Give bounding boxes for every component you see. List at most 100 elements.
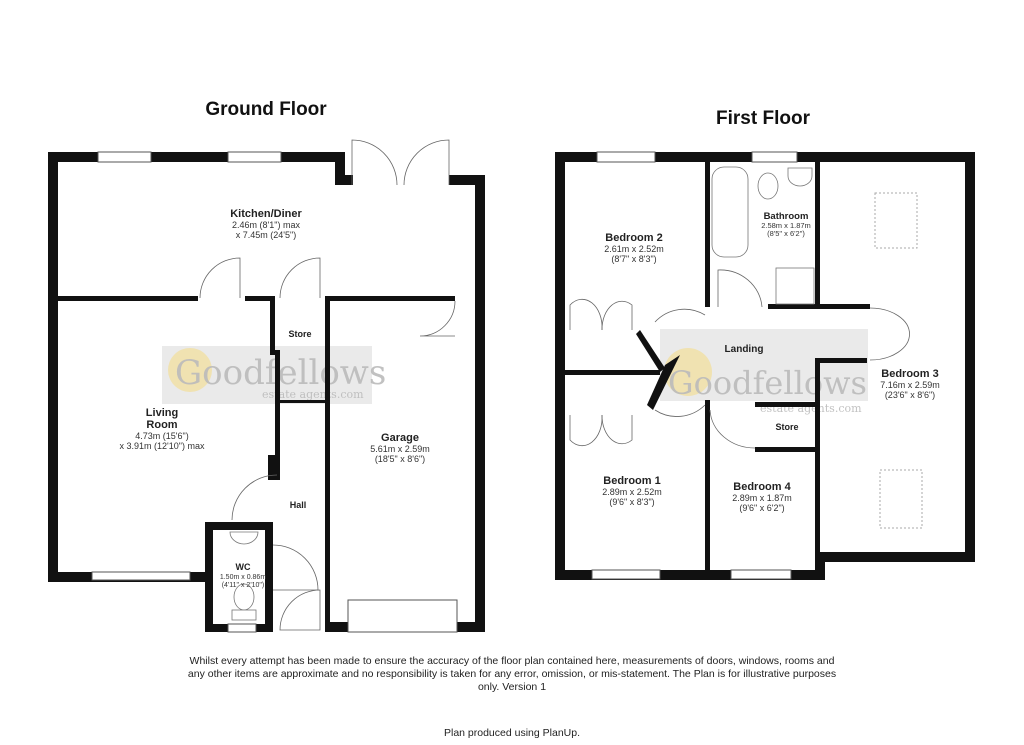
door-swing <box>231 474 278 521</box>
window <box>227 151 282 163</box>
door-swing <box>717 269 763 308</box>
door-swing <box>654 308 706 323</box>
room-dimensions: 7.16m x 2.59m <box>880 380 940 390</box>
room-dimensions: 2.46m (8'1") max <box>232 220 300 230</box>
room-dimensions: (4'11" x 2'10") <box>222 582 265 589</box>
ground-floor-plan: Ground Floor Goodfellows estate agents.c… <box>48 99 485 633</box>
room-label: Kitchen/Diner <box>230 208 302 220</box>
room-label: Landing <box>725 344 764 355</box>
wall <box>768 304 870 309</box>
window <box>227 623 257 633</box>
svg-text:Goodfellows: Goodfellows <box>175 353 386 393</box>
wall <box>265 522 273 632</box>
disclaimer-text: Whilst every attempt has been made to en… <box>187 655 837 693</box>
room-dimensions: 5.61m x 2.59m <box>370 444 430 454</box>
wall <box>818 552 975 562</box>
wall <box>755 402 818 407</box>
wall <box>555 570 825 580</box>
door-swing <box>419 300 456 337</box>
wardrobe-door <box>569 414 603 447</box>
room-dimensions: (9'6" x 8'3") <box>609 497 654 507</box>
toilet-icon <box>757 172 779 200</box>
watermark-logo: Goodfellows estate agents.com <box>660 329 868 415</box>
room-label: Bedroom 1 <box>603 475 660 487</box>
room-label: Garage <box>381 432 419 444</box>
room-label: Bedroom 2 <box>605 232 662 244</box>
garage-door <box>347 599 458 633</box>
wall <box>475 296 485 301</box>
ground-floor-title: Ground Floor <box>205 99 327 120</box>
wall <box>325 296 330 632</box>
room-label: Bathroom <box>764 211 809 222</box>
wall <box>755 447 818 452</box>
wall <box>475 175 485 632</box>
room-dimensions: (23'6" x 8'6") <box>885 390 935 400</box>
room-label: Store <box>288 329 311 339</box>
skylight <box>879 469 923 529</box>
wall <box>325 622 349 632</box>
wall <box>636 330 665 372</box>
wall <box>58 296 198 301</box>
skylight <box>874 192 918 249</box>
footer-text: Plan produced using PlanUp. <box>443 727 580 739</box>
window <box>91 571 191 581</box>
room-dimensions: (9'6" x 6'2") <box>739 503 784 513</box>
wall <box>335 152 345 185</box>
wall <box>48 152 335 162</box>
room-dimensions: 2.61m x 2.52m <box>604 244 664 254</box>
wardrobe-door <box>569 298 603 331</box>
window <box>596 151 656 163</box>
svg-text:Goodfellows: Goodfellows <box>668 364 867 402</box>
window <box>730 569 792 580</box>
room-dimensions: (8'7" x 8'3") <box>611 254 656 264</box>
wall <box>555 152 565 580</box>
wall <box>647 355 680 410</box>
wall <box>205 522 273 530</box>
basin-icon <box>787 167 813 187</box>
svg-text:estate agents.com: estate agents.com <box>262 388 364 401</box>
room-dimensions: (8'5" x 6'2") <box>767 229 805 238</box>
wall <box>335 175 353 185</box>
cistern <box>231 609 257 621</box>
wall <box>457 622 485 632</box>
watermark-logo: Goodfellows estate agents.com <box>162 346 386 404</box>
wall <box>205 522 213 632</box>
wall <box>815 358 867 363</box>
door-swing <box>199 257 241 299</box>
wall <box>245 296 275 301</box>
room-label: Store <box>775 422 798 432</box>
room-label: Bedroom 4 <box>733 481 791 493</box>
wall <box>705 162 710 307</box>
wardrobe-door <box>601 414 633 445</box>
wall <box>325 296 455 301</box>
window <box>591 569 661 580</box>
wall <box>268 455 280 480</box>
wall <box>449 175 485 185</box>
room-dimensions: 4.73m (15'6") <box>135 431 188 441</box>
room-label: Living <box>146 407 178 419</box>
french-door <box>403 139 450 186</box>
window <box>97 151 152 163</box>
door-swing <box>869 307 910 361</box>
room-label: WC <box>236 562 251 572</box>
room-label: Hall <box>290 500 307 510</box>
wall <box>275 350 280 480</box>
room-dimensions: x 7.45m (24'5") <box>236 230 296 240</box>
wall <box>965 152 975 562</box>
door-swing <box>654 404 706 417</box>
basin-icon <box>229 531 259 545</box>
room-label: Room <box>146 419 177 431</box>
wall <box>565 370 660 375</box>
wall <box>815 162 820 307</box>
wall <box>280 400 325 403</box>
room-dimensions: 1.50m x 0.86m <box>220 574 266 581</box>
wall <box>815 358 820 570</box>
room-dimensions: 2.89m x 1.87m <box>732 493 792 503</box>
room-dimensions: x 3.91m (12'10") max <box>120 441 205 451</box>
bath-icon <box>711 166 749 258</box>
window <box>751 151 798 163</box>
wall <box>270 296 275 353</box>
first-floor-title: First Floor <box>716 108 811 129</box>
door-swing <box>279 257 321 299</box>
